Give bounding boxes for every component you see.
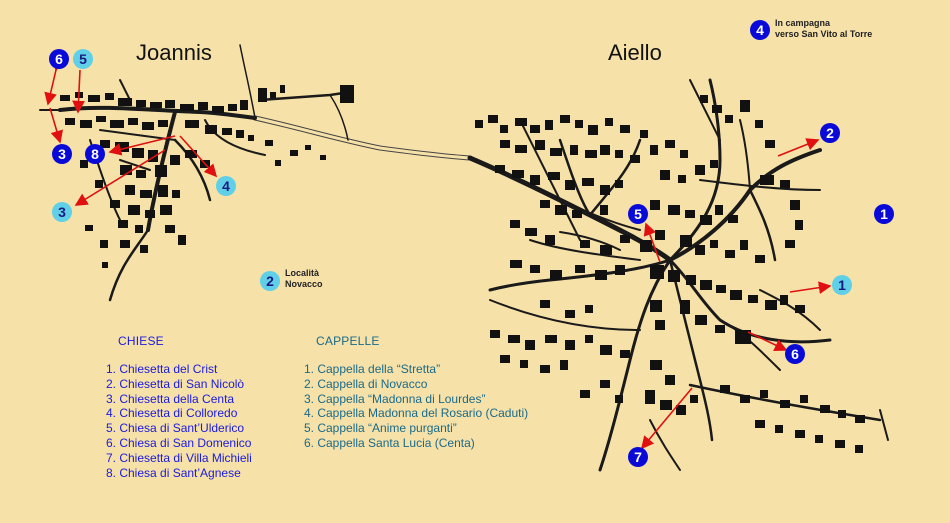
campagna-note-line1: In campagna — [775, 18, 831, 28]
legend-chiese-item: 8. Chiesa di Sant’Agnese — [106, 465, 241, 480]
church-marker-6-aiello[interactable]: 6 — [785, 344, 805, 364]
church-marker-8[interactable]: 8 — [85, 144, 105, 164]
church-marker-6[interactable]: 6 — [49, 49, 69, 69]
legend-cappelle-item: 6. Cappella Santa Lucia (Centa) — [304, 435, 475, 450]
legend-chiese-item: 2. Chiesetta di San Nicolò — [106, 376, 245, 391]
campagna-note-line2: verso San Vito al Torre — [775, 29, 873, 39]
chapel-marker-1[interactable]: 1 — [832, 275, 852, 295]
novacco-note-line1: Località — [285, 268, 320, 278]
campagna-note: In campagna verso San Vito al Torre — [775, 18, 872, 40]
legend-cappelle-item: 3. Cappella “Madonna di Lourdes” — [304, 391, 486, 406]
legend-chiese: CHIESE 1. Chiesetta del Crist 2. Chieset… — [106, 334, 252, 480]
legend-cappelle: CAPPELLE 1. Cappella della “Stretta” 2. … — [304, 334, 528, 451]
buildings-aiello — [475, 95, 865, 453]
novacco-note: Località Novacco — [285, 268, 323, 290]
legend-cappelle-item: 2. Cappella di Novacco — [304, 376, 428, 391]
legend-chiese-item: 7. Chiesetta di Villa Michieli — [106, 450, 252, 465]
legend-chiese-item: 3. Chiesetta della Centa — [106, 391, 235, 406]
legend-chiese-item: 1. Chiesetta del Crist — [106, 362, 218, 376]
church-marker-2[interactable]: 2 — [820, 123, 840, 143]
legend-chiese-item: 5. Chiesa di Sant’Ulderico — [106, 421, 245, 436]
legend-cappelle-item: 4. Cappella Madonna del Rosario (Caduti) — [304, 406, 529, 421]
legend-chiese-item: 4. Chiesetta di Colloredo — [106, 406, 238, 421]
chapel-marker-3[interactable]: 3 — [52, 202, 72, 222]
church-marker-7[interactable]: 7 — [628, 447, 648, 467]
church-marker-1[interactable]: 1 — [874, 204, 894, 224]
legend-cappelle-item: 5. Cappella “Anime purganti” — [304, 421, 457, 436]
chapel-marker-5[interactable]: 5 — [73, 49, 93, 69]
church-marker-3[interactable]: 3 — [52, 144, 72, 164]
legend-cappelle-title: CAPPELLE — [316, 334, 380, 348]
novacco-note-line2: Novacco — [285, 279, 323, 289]
chapel-marker-2[interactable]: 2 — [260, 271, 280, 291]
church-marker-4[interactable]: 4 — [750, 20, 770, 40]
chapel-marker-4[interactable]: 4 — [216, 176, 236, 196]
town-label-aiello: Aiello — [608, 40, 662, 65]
legend-chiese-item: 6. Chiesa di San Domenico — [106, 435, 252, 450]
legend-cappelle-list: 1. Cappella della “Stretta” 2. Cappella … — [304, 362, 528, 451]
legend-chiese-list: 1. Chiesetta del Crist 2. Chiesetta di S… — [106, 362, 252, 480]
legend-cappelle-item: 1. Cappella della “Stretta” — [304, 362, 441, 376]
town-label-joannis: Joannis — [136, 40, 212, 65]
legend-chiese-title: CHIESE — [118, 334, 164, 348]
church-marker-5[interactable]: 5 — [628, 204, 648, 224]
